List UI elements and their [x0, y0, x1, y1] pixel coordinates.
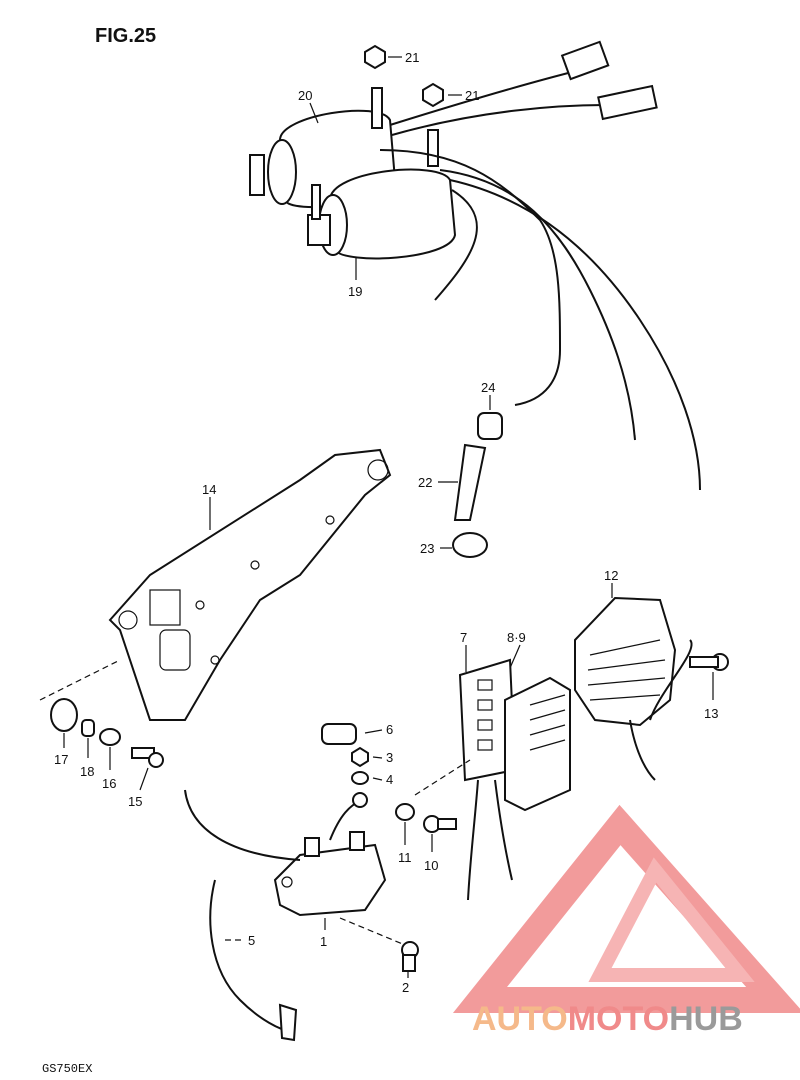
cable-5 — [184, 789, 368, 1042]
svg-text:AUTOMOTOHUB: AUTOMOTOHUB — [472, 1000, 743, 1038]
leader-1-2 — [339, 917, 406, 946]
bracket-14 — [108, 448, 392, 721]
washer-4 — [351, 771, 369, 785]
leader-17-14 — [39, 659, 121, 701]
callout-11: 11 — [398, 850, 412, 865]
callout-18: 18 — [80, 764, 94, 779]
callout-6: 6 — [386, 722, 393, 737]
fuse-box-7 — [458, 658, 517, 901]
figure-title: FIG.25 — [95, 25, 156, 47]
callout-13: 13 — [704, 706, 718, 721]
callout-15: 15 — [128, 794, 142, 809]
spacer-18 — [81, 719, 95, 737]
callout-5: 5 — [248, 933, 255, 948]
callout-7: 7 — [460, 630, 467, 645]
callout-16: 16 — [102, 776, 116, 791]
callout-10: 10 — [424, 858, 438, 873]
callout-20: 20 — [298, 88, 312, 103]
callout-labels: 21 21 20 19 24 22 23 14 12 7 8·9 13 6 3 … — [54, 50, 718, 995]
callout-23: 23 — [420, 541, 434, 556]
washer-11 — [395, 803, 415, 821]
callout-12: 12 — [604, 568, 618, 583]
leader-lines — [63, 56, 714, 978]
callout-19: 19 — [348, 284, 362, 299]
model-code: GS750EX — [42, 1062, 92, 1076]
callout-17: 17 — [54, 752, 68, 767]
nut-21b — [422, 82, 444, 108]
callout-4: 4 — [386, 772, 393, 787]
washer-16 — [99, 728, 121, 746]
cap-24 — [477, 412, 503, 440]
watermark-logo — [452, 804, 800, 1013]
callout-21a: 21 — [405, 50, 419, 65]
cap-6 — [321, 723, 357, 745]
callout-14: 14 — [202, 482, 216, 497]
callout-1: 1 — [320, 934, 327, 949]
ignition-coil-19 — [307, 168, 457, 260]
leader-11-7 — [414, 759, 471, 796]
callout-22: 22 — [418, 475, 432, 490]
nut-21a — [364, 44, 386, 70]
callout-3: 3 — [386, 750, 393, 765]
callout-21b: 21 — [465, 88, 479, 103]
seal-23 — [452, 532, 488, 558]
screw-2 — [401, 941, 419, 972]
callout-8-9: 8·9 — [507, 630, 526, 645]
regulator-12 — [574, 596, 693, 781]
nut-3 — [351, 746, 369, 768]
plug-cap-22 — [453, 443, 487, 521]
screw-13 — [689, 653, 729, 671]
bolt-15 — [131, 747, 164, 768]
callout-24: 24 — [481, 380, 495, 395]
starter-relay-1 — [273, 831, 387, 917]
grommet-17 — [50, 698, 78, 732]
screw-10 — [423, 815, 457, 833]
fuse-cover-8-9 — [504, 676, 571, 812]
coil-wiring — [379, 69, 701, 491]
coil-connectors — [560, 40, 658, 121]
watermark-text: AUTOMOTOHUB — [472, 1000, 743, 1038]
callout-2: 2 — [402, 980, 409, 995]
